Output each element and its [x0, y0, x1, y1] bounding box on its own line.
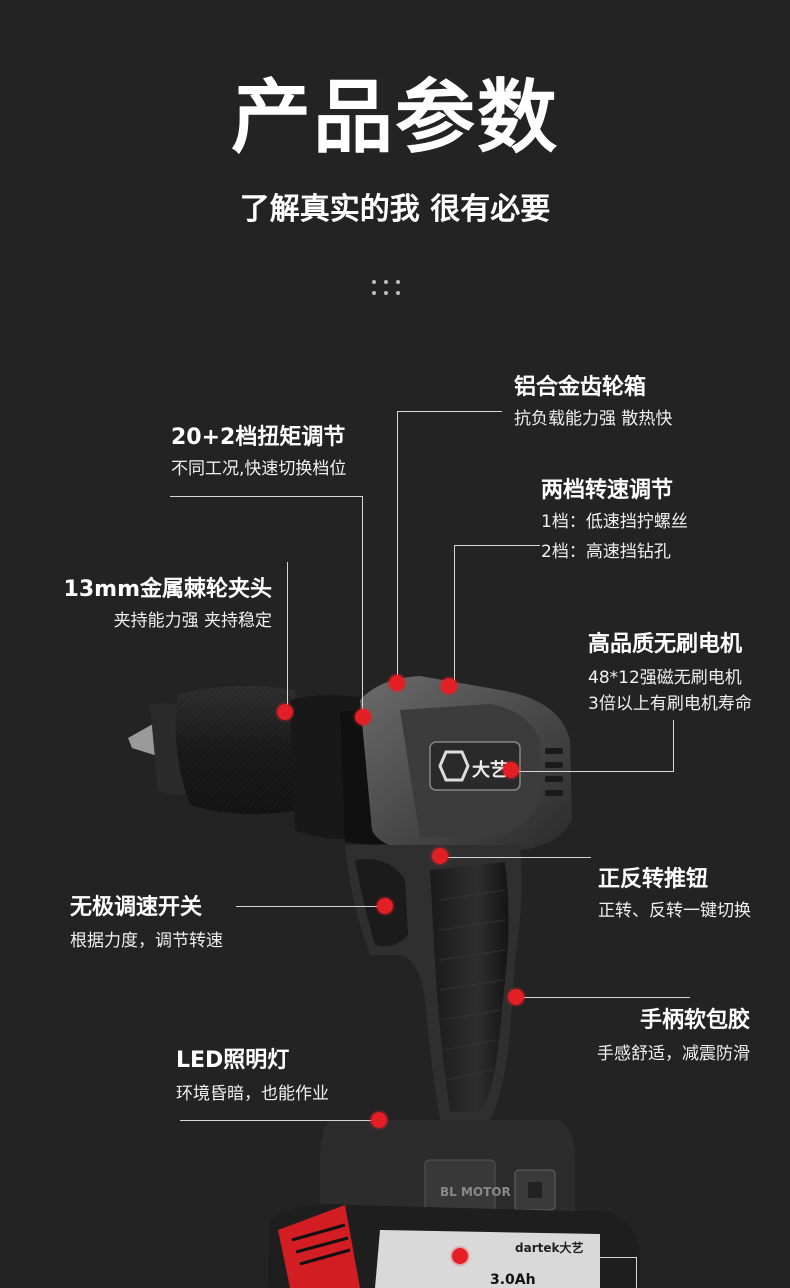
feature-title: 13mm金属棘轮夹头 [63, 577, 272, 602]
feature-title: 两档转速调节 [541, 478, 674, 503]
leader-line-chuck [287, 562, 288, 712]
feature-chuck: 13mm金属棘轮夹头 夹持能力强 夹持稳定 [20, 576, 272, 634]
battery-capacity: 3.0Ah [490, 1272, 536, 1288]
leader-line-torque [170, 496, 363, 497]
leader-line-led [180, 1120, 378, 1121]
marker-dot-speed [441, 678, 457, 694]
leader-line-battery [636, 1257, 637, 1288]
leader-line-reverse [441, 857, 591, 858]
marker-dot-battery [452, 1248, 468, 1264]
leader-line-trigger [236, 906, 384, 907]
page-subtitle: 了解真实的我 很有必要 [239, 192, 551, 227]
feature-title: 正反转推钮 [598, 867, 709, 892]
feature-desc: 48*12强磁无刷电机 [588, 668, 742, 688]
marker-dot-gearbox [389, 675, 405, 691]
marker-dot-motor [503, 762, 519, 778]
feature-desc: 3倍以上有刷电机寿命 [588, 694, 752, 714]
decorative-dots-icon [370, 278, 402, 298]
feature-desc: 手感舒适，减震防滑 [597, 1044, 750, 1064]
feature-title: 手柄软包胶 [639, 1008, 750, 1033]
feature-reverse: 正反转推钮 正转、反转一键切换 [598, 866, 751, 924]
leader-line-grip [517, 997, 690, 998]
leader-line-speed [454, 545, 540, 546]
feature-torque: 20+2档扭矩调节 不同工况,快速切换档位 [171, 424, 346, 482]
feature-desc: 抗负载能力强 散热快 [514, 409, 673, 429]
marker-dot-torque [355, 709, 371, 725]
page-title: 产品参数 [231, 71, 559, 164]
marker-dot-led [371, 1112, 387, 1128]
feature-title: 20+2档扭矩调节 [171, 425, 346, 450]
marker-dot-chuck [277, 704, 293, 720]
feature-grip: 手柄软包胶 手感舒适，减震防滑 [540, 1007, 750, 1067]
leader-line-gearbox [397, 411, 502, 412]
marker-dot-reverse [432, 848, 448, 864]
marker-dot-trigger [377, 898, 393, 914]
leader-line-motor [512, 771, 674, 772]
feature-gearbox: 铝合金齿轮箱 抗负载能力强 散热快 [514, 374, 672, 432]
feature-desc: 不同工况,快速切换档位 [171, 459, 347, 479]
feature-desc: 夹持能力强 夹持稳定 [113, 611, 272, 631]
feature-trigger: 无极调速开关 根据力度，调节转速 [70, 894, 223, 954]
feature-desc: 2档：高速挡钻孔 [541, 542, 671, 562]
leader-line-torque [362, 496, 363, 712]
feature-title: 无极调速开关 [70, 895, 203, 920]
motor-badge: BL MOTOR [440, 1185, 511, 1199]
feature-desc: 1档：低速挡拧螺丝 [541, 512, 688, 532]
leader-line-gearbox [397, 411, 398, 683]
feature-motor: 高品质无刷电机 48*12强磁无刷电机 3倍以上有刷电机寿命 [588, 631, 752, 717]
battery-brand: dartek大艺 [515, 1240, 583, 1255]
marker-dot-grip [508, 989, 524, 1005]
feature-desc: 环境昏暗，也能作业 [176, 1084, 329, 1104]
brand-logo: 大艺 [472, 759, 508, 781]
feature-led: LED照明灯 环境昏暗，也能作业 [176, 1047, 329, 1107]
feature-desc: 根据力度，调节转速 [70, 931, 223, 951]
leader-line-motor [673, 720, 674, 772]
feature-title: LED照明灯 [176, 1048, 290, 1073]
leader-line-speed [454, 545, 455, 683]
leader-line-battery [461, 1257, 637, 1258]
feature-title: 铝合金齿轮箱 [514, 375, 647, 400]
feature-speed: 两档转速调节 1档：低速挡拧螺丝 2档：高速挡钻孔 [541, 477, 688, 565]
feature-desc: 正转、反转一键切换 [598, 901, 751, 921]
feature-title: 高品质无刷电机 [588, 632, 743, 657]
